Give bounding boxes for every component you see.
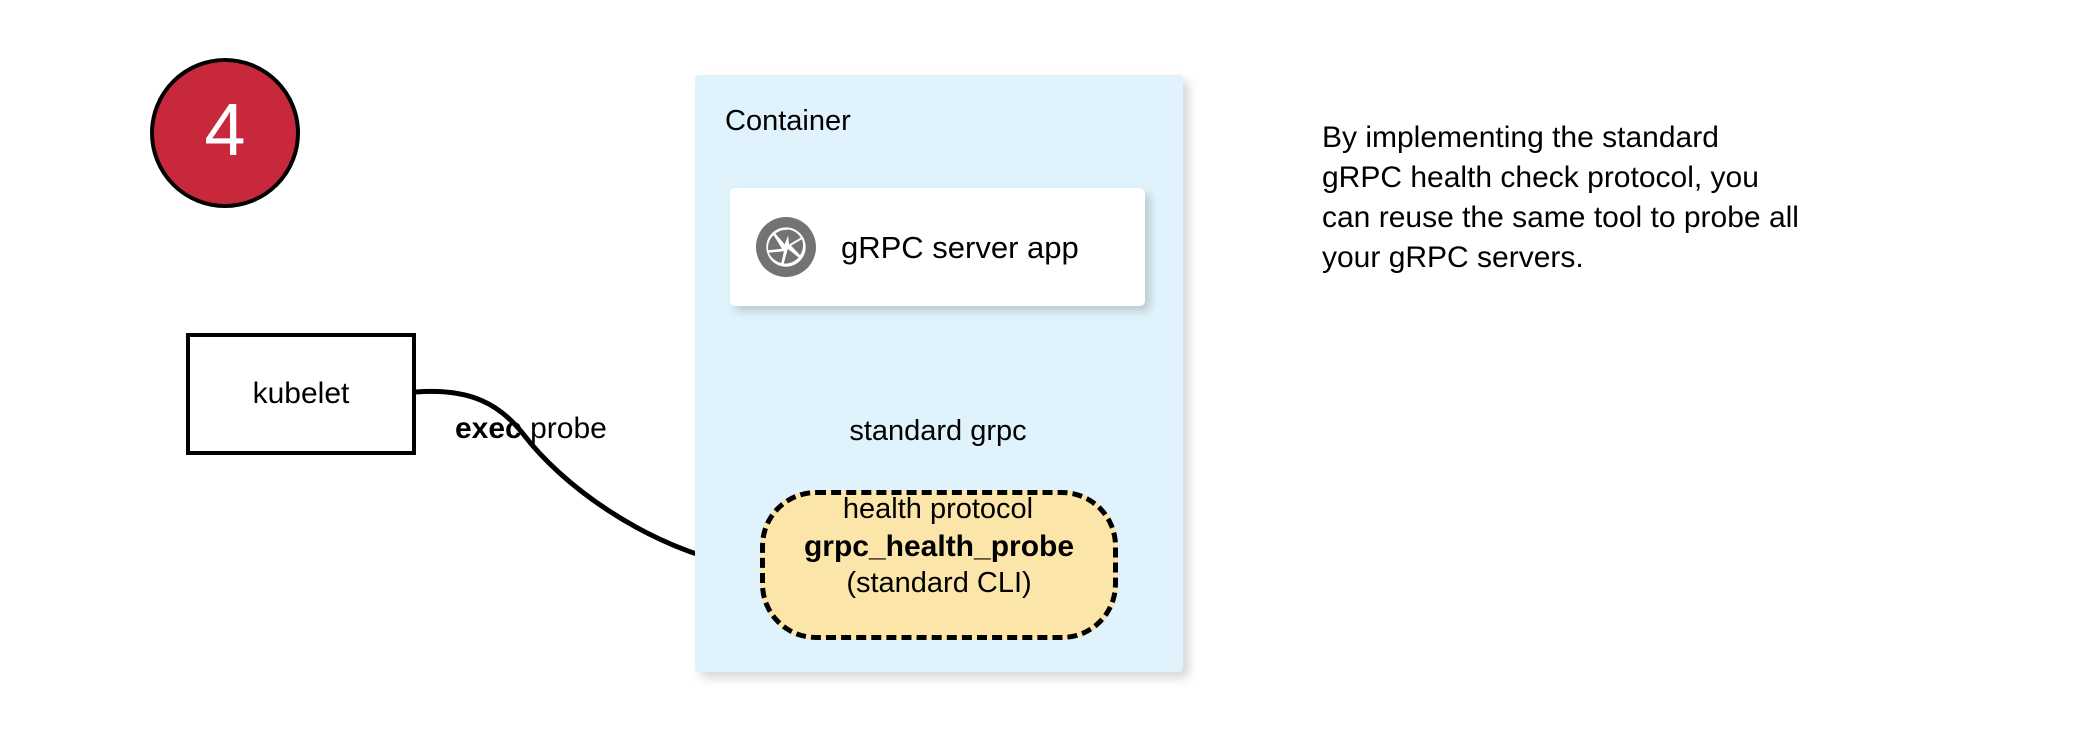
- explanatory-note: By implementing the standard gRPC health…: [1322, 118, 1922, 278]
- grpc-aperture-icon: [756, 217, 816, 277]
- grpc-server-app-label: gRPC server app: [841, 229, 1079, 265]
- exec-probe-suffix: probe: [521, 412, 607, 445]
- grpc-health-probe-subtitle: (standard CLI): [846, 567, 1032, 600]
- note-line-2: gRPC health check protocol, you: [1322, 160, 1759, 194]
- exec-probe-edge-label: exec probe: [455, 414, 607, 444]
- note-line-3: can reuse the same tool to probe all: [1322, 200, 1799, 234]
- grpc-health-probe-title: grpc_health_probe: [803, 529, 1075, 563]
- step-number-label: 4: [204, 88, 246, 171]
- container-title-label: Container: [725, 105, 851, 137]
- grpc-health-probe-node: grpc_health_probe (standard CLI): [760, 490, 1118, 640]
- grpc-server-app-card: gRPC server app: [730, 188, 1145, 306]
- step-number-badge: 4: [150, 58, 300, 208]
- kubelet-label: kubelet: [252, 377, 350, 410]
- health-protocol-line-2: health protocol: [842, 492, 1034, 525]
- health-protocol-line-1: standard grpc: [849, 414, 1027, 447]
- note-line-1: By implementing the standard: [1322, 121, 1719, 154]
- exec-probe-keyword: exec: [455, 412, 522, 445]
- kubelet-node: kubelet: [186, 333, 416, 455]
- health-protocol-edge-label: standard grpc health protocol: [810, 373, 1066, 567]
- note-line-4: your gRPC servers.: [1322, 240, 1584, 274]
